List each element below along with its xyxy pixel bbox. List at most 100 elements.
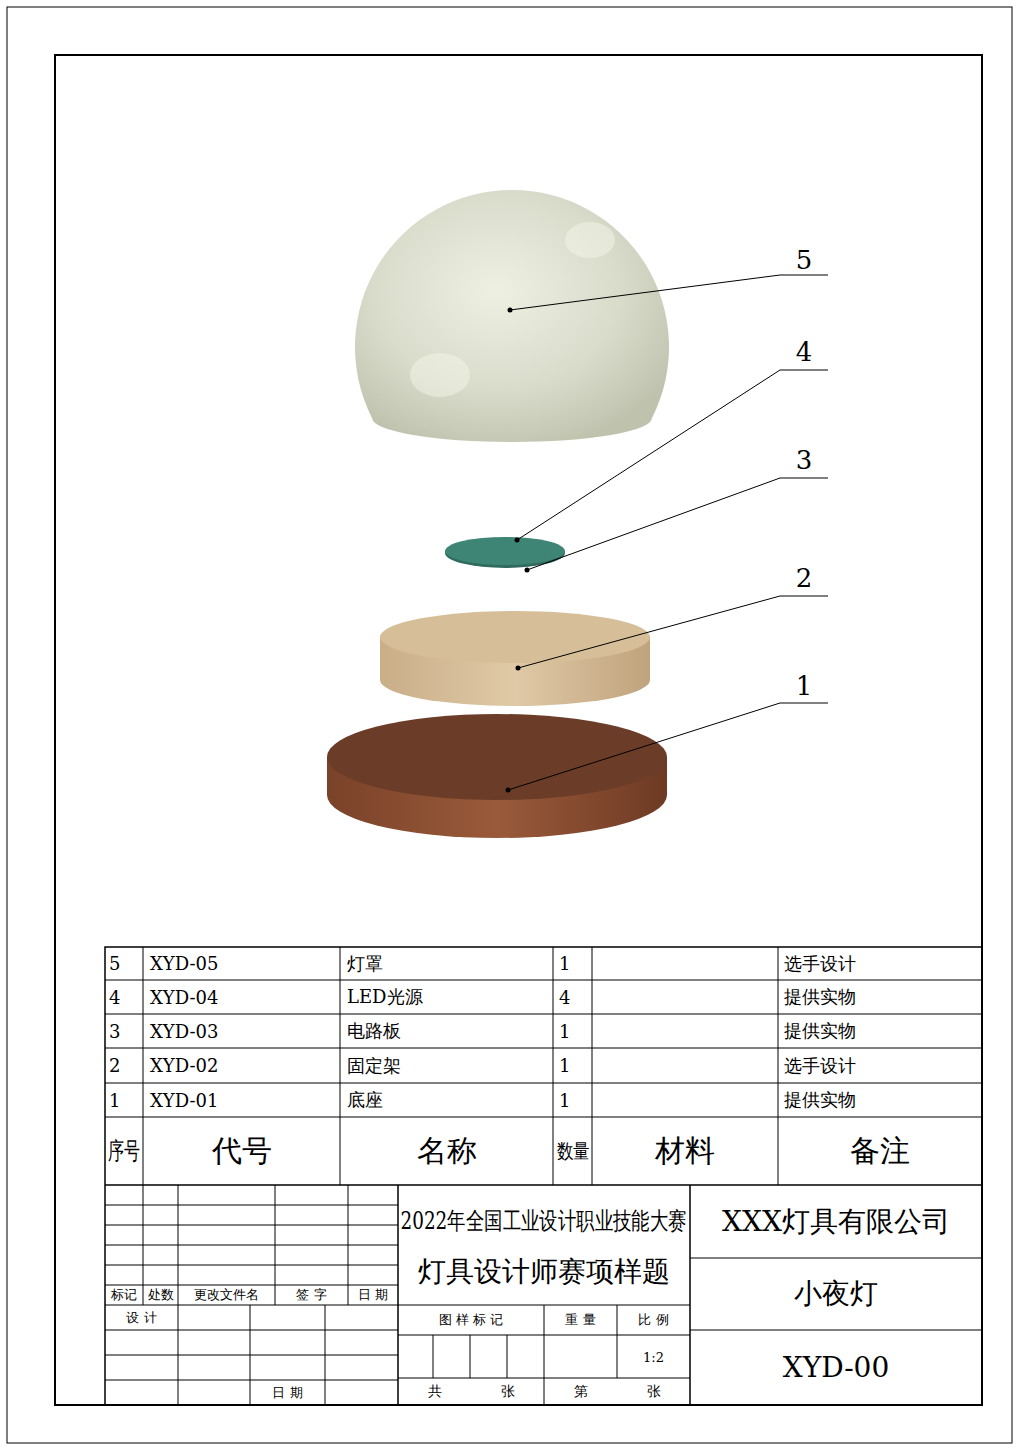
title-block-cell: 张 <box>647 1383 661 1401</box>
part-code-cell: XYD-05 <box>148 947 338 980</box>
table-header: 备注 <box>850 1131 910 1172</box>
table-header-cell: 名称 <box>340 1117 553 1185</box>
drawing-title: 灯具设计师赛项样题 <box>418 1253 670 1291</box>
scale-value: 1:2 <box>643 1350 664 1365</box>
row-number-cell: 4 <box>107 980 141 1014</box>
part-name-cell: LED光源 <box>345 980 551 1014</box>
title-block-cell: 共 <box>428 1383 442 1401</box>
title-block-cell: 张 <box>501 1383 515 1401</box>
row-number-cell: 1 <box>107 1083 141 1117</box>
part-note-cell: 提供实物 <box>782 980 980 1014</box>
part-quantity: 1 <box>559 1055 570 1076</box>
title-block-cell: 签 字 <box>296 1286 326 1304</box>
row-number: 1 <box>109 1090 120 1111</box>
callout-number: 3 <box>796 445 813 475</box>
title-block-cell: 日 期 <box>272 1384 302 1402</box>
part-quantity-cell: 1 <box>557 1083 591 1117</box>
table-header: 名称 <box>417 1131 477 1172</box>
part-code: XYD-04 <box>150 987 218 1008</box>
part-name: 底座 <box>347 1088 383 1112</box>
product-name: 小夜灯 <box>794 1275 878 1313</box>
title-block-cell: 日 期 <box>358 1286 388 1304</box>
title-block-cell-cell: 图 样 标 记 <box>398 1305 544 1335</box>
part-name: LED光源 <box>347 985 423 1009</box>
part-code: XYD-03 <box>150 1021 218 1042</box>
callout-number: 1 <box>796 671 813 701</box>
part-code: XYD-02 <box>150 1055 218 1076</box>
title-block-cell-cell: 设 计 <box>105 1305 178 1330</box>
row-number: 5 <box>109 953 120 974</box>
drawing-number: XYD-00 <box>783 1351 889 1384</box>
part-code: XYD-05 <box>150 953 218 974</box>
part-note: 提供实物 <box>784 1019 856 1043</box>
part-code-cell: XYD-04 <box>148 980 338 1014</box>
part-quantity-cell: 1 <box>557 947 591 980</box>
title-block-cell-cell: 第 <box>544 1378 617 1405</box>
part-note-cell: 选手设计 <box>782 947 980 980</box>
row-number-cell: 2 <box>107 1048 141 1083</box>
row-number: 2 <box>109 1055 120 1076</box>
title-block-cell: 标记 <box>111 1286 137 1304</box>
part-code-cell: XYD-01 <box>148 1083 338 1117</box>
part-name: 固定架 <box>347 1054 401 1078</box>
title-block-cell: 图 样 标 记 <box>439 1311 503 1329</box>
part-note-cell: 提供实物 <box>782 1014 980 1048</box>
title-block-cell-cell: 张 <box>617 1378 690 1405</box>
table-header-cell: 序号 <box>105 1117 143 1185</box>
title-block-cell-cell: 比 例 <box>617 1305 690 1335</box>
title-block-cell-cell: 日 期 <box>348 1285 398 1305</box>
title-block-cell-cell: 处数 <box>143 1285 178 1305</box>
title-block-cell-cell: 共 <box>398 1378 471 1405</box>
callout-number-cell: 1 <box>788 671 820 701</box>
callout-number-cell: 2 <box>788 563 820 593</box>
part-quantity: 4 <box>559 987 570 1008</box>
row-number: 3 <box>109 1021 120 1042</box>
table-header: 数量 <box>556 1138 589 1165</box>
title-block-cell-cell: 签 字 <box>275 1285 348 1305</box>
callout-number-cell: 3 <box>788 445 820 475</box>
part-quantity-cell: 4 <box>557 980 591 1014</box>
part-name-cell: 电路板 <box>345 1014 551 1048</box>
table-header-cell: 材料 <box>592 1117 778 1185</box>
row-number-cell: 3 <box>107 1014 141 1048</box>
part-quantity: 1 <box>559 953 570 974</box>
product-name-cell: 小夜灯 <box>690 1258 982 1330</box>
title-block-cell: 比 例 <box>638 1311 668 1329</box>
table-header-cell: 代号 <box>143 1117 340 1185</box>
part-quantity-cell: 1 <box>557 1014 591 1048</box>
title-block-cell: 处数 <box>148 1286 174 1304</box>
part-name-cell: 固定架 <box>345 1048 551 1083</box>
title-block-cell: 更改文件名 <box>194 1286 259 1304</box>
drawing-title-cell: 灯具设计师赛项样题 <box>398 1246 690 1298</box>
part-name: 电路板 <box>347 1019 401 1043</box>
row-number: 4 <box>109 987 120 1008</box>
table-header-cell: 数量 <box>553 1117 592 1185</box>
company-name: XXX灯具有限公司 <box>722 1203 950 1241</box>
title-block-cell-cell: 日 期 <box>250 1380 325 1405</box>
part-note-cell: 选手设计 <box>782 1048 980 1083</box>
part-code: XYD-01 <box>150 1090 218 1111</box>
table-header-cell: 备注 <box>778 1117 982 1185</box>
part-quantity: 1 <box>559 1021 570 1042</box>
part-note: 提供实物 <box>784 1088 856 1112</box>
part-name-cell: 灯罩 <box>345 947 551 980</box>
callout-number-cell: 4 <box>788 337 820 367</box>
part-quantity: 1 <box>559 1090 570 1111</box>
part-name-cell: 底座 <box>345 1083 551 1117</box>
title-block-cell-cell: 张 <box>471 1378 544 1405</box>
company-name-cell: XXX灯具有限公司 <box>690 1185 982 1258</box>
title-block-cell-cell: 更改文件名 <box>178 1285 275 1305</box>
part-note: 提供实物 <box>784 985 856 1009</box>
table-header: 序号 <box>108 1135 140 1167</box>
part-note: 选手设计 <box>784 1054 856 1078</box>
title-block-cell-cell: 标记 <box>105 1285 143 1305</box>
part-code-cell: XYD-02 <box>148 1048 338 1083</box>
part-name: 灯罩 <box>347 952 383 976</box>
part-note: 选手设计 <box>784 952 856 976</box>
title-block-cell-cell: 重 量 <box>544 1305 617 1335</box>
scale-value-cell: 1:2 <box>617 1340 690 1374</box>
part-note-cell: 提供实物 <box>782 1083 980 1117</box>
drawing-title-cell: 2022年全国工业设计职业技能大赛 <box>398 1198 690 1244</box>
table-header: 代号 <box>212 1131 272 1172</box>
title-block-cell: 第 <box>574 1383 588 1401</box>
